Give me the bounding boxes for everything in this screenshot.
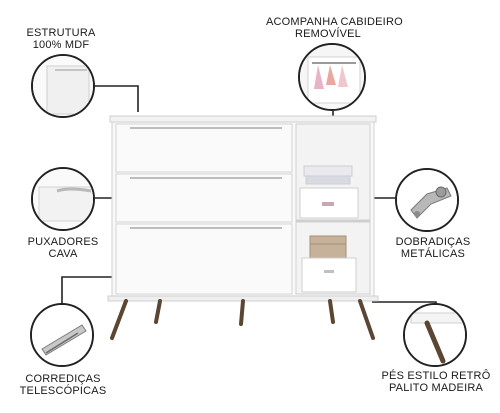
cabideiro-label: ACOMPANHA CABIDEIRO REMOVÍVEL xyxy=(266,16,403,40)
telescopic-slide-icon xyxy=(32,305,92,365)
leg-front-right xyxy=(358,299,375,340)
drawer-3 xyxy=(115,223,293,295)
drawer-2 xyxy=(115,173,293,223)
pes-line2: PALITO MADEIRA xyxy=(388,382,484,394)
estrutura-label: ESTRUTURA 100% MDF xyxy=(25,27,97,51)
storage-box-lower xyxy=(301,257,357,293)
leg-back-left xyxy=(154,299,162,324)
puxadores-label: PUXADORES CAVA xyxy=(18,236,108,260)
hanger-detail-circle xyxy=(298,43,366,111)
dresser-top xyxy=(109,115,377,123)
drawer-1 xyxy=(115,123,293,173)
corredicas-line1: CORREDIÇAS xyxy=(25,373,101,385)
folded-clothes xyxy=(303,165,353,177)
dobradicas-line2: METÁLICAS xyxy=(400,248,466,260)
dobradicas-line1: DOBRADIÇAS xyxy=(395,236,471,248)
mdf-detail-circle xyxy=(31,54,95,118)
metal-hinge-icon xyxy=(397,170,457,230)
hanger-rod-icon xyxy=(300,45,364,109)
leg-back-right xyxy=(328,299,335,324)
drawer-pull-icon xyxy=(33,169,93,229)
estrutura-line1: ESTRUTURA xyxy=(26,27,96,39)
wooden-leg-icon xyxy=(405,305,465,365)
cabideiro-line1: ACOMPANHA CABIDEIRO xyxy=(266,16,403,28)
leg-front-left xyxy=(110,299,128,340)
mdf-corner-icon xyxy=(33,56,93,116)
slide-detail-circle xyxy=(30,303,94,367)
wooden-box xyxy=(309,235,347,259)
leg-front-mid xyxy=(239,299,245,326)
puxadores-line1: PUXADORES xyxy=(27,236,99,248)
estrutura-line2: 100% MDF xyxy=(32,39,90,51)
corredicas-line2: TELESCÓPICAS xyxy=(19,385,107,397)
pull-detail-circle xyxy=(31,167,95,231)
pes-label: PÉS ESTILO RETRÔ PALITO MADEIRA xyxy=(381,370,491,394)
pes-line1: PÉS ESTILO RETRÔ xyxy=(381,370,491,382)
corredicas-label: CORREDIÇAS TELESCÓPICAS xyxy=(17,373,109,397)
cabideiro-line2: REMOVÍVEL xyxy=(295,28,361,40)
hinge-detail-circle xyxy=(395,168,459,232)
dobradicas-label: DOBRADIÇAS METÁLICAS xyxy=(393,236,473,260)
puxadores-line2: CAVA xyxy=(48,248,78,260)
leg-detail-circle xyxy=(403,303,467,367)
